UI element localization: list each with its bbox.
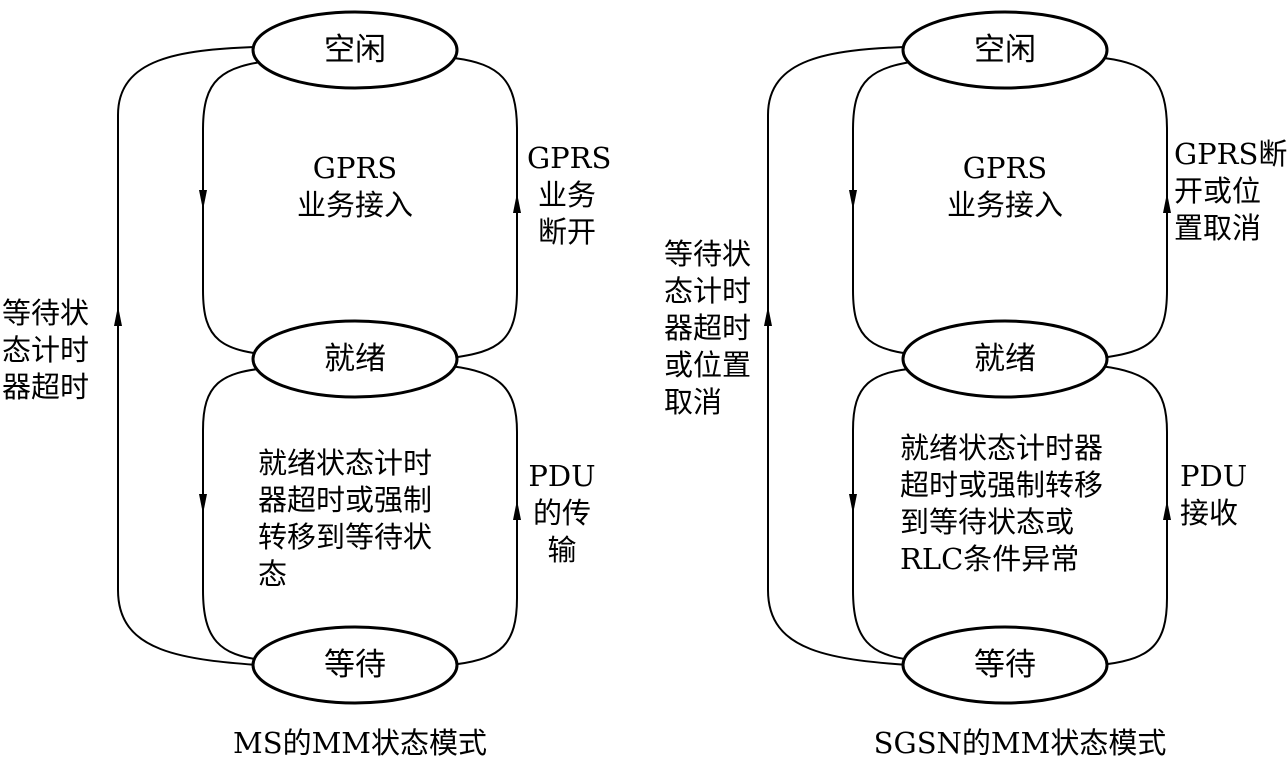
sgsn-gprs-detach-label: GPRS断 开或位 置取消 <box>1174 137 1288 245</box>
sgsn-idle-label: 空闲 <box>974 32 1036 68</box>
ms-gprs-attach-label: GPRS 业务接入 <box>296 151 413 222</box>
sgsn-standby-state <box>901 625 1109 705</box>
ms-ready-label: 就绪 <box>324 341 386 377</box>
sgsn-arrow-pdu-up <box>1163 500 1171 520</box>
ms-caption: MS的MM状态模式 <box>233 726 487 760</box>
ms-idle-label: 空闲 <box>324 32 386 68</box>
sgsn-ready-timer-label: 就绪状态计时器 超时或强制转移 到等待状态或 RLC条件异常 <box>900 431 1104 576</box>
sgsn-standby-timer-label: 等待状 态计时 器超时 或位置 取消 <box>664 237 752 419</box>
sgsn-arrow-standby-up <box>764 306 772 326</box>
ms-arrow-detach-up <box>513 193 521 213</box>
ms-gprs-detach-path <box>449 57 518 359</box>
sgsn-gprs-detach-path <box>1099 57 1168 359</box>
ms-arrow-pdu-up <box>513 500 521 520</box>
ms-ready-timer-label: 就绪状态计时 器超时或强制 转移到等待状 态 <box>258 446 433 591</box>
ms-ready-state <box>251 319 459 399</box>
sgsn-arrow-detach-up <box>1163 193 1171 213</box>
ms-idle-state <box>251 10 459 90</box>
sgsn-gprs-attach-path <box>852 59 933 357</box>
ms-standby-label: 等待 <box>324 647 386 683</box>
sgsn-gprs-attach-label: GPRS 业务接入 <box>946 151 1063 222</box>
sgsn-ready-label: 就绪 <box>974 341 1036 377</box>
ms-arrow-standby-up <box>114 306 122 326</box>
sgsn-standby-timer-path <box>767 46 923 667</box>
ms-gprs-attach-path <box>202 59 283 357</box>
sgsn-standby-label: 等待 <box>974 647 1036 683</box>
ms-arrow-ready-down <box>199 494 207 514</box>
ms-standby-timer-label: 等待状 态计时 器超时 <box>2 296 90 404</box>
sgsn-arrow-ready-down <box>849 494 857 514</box>
sgsn-idle-state <box>901 10 1109 90</box>
sgsn-arrow-attach-down <box>849 190 857 210</box>
sgsn-ready-state <box>901 319 1109 399</box>
ms-arrowheads <box>114 190 521 520</box>
ms-pdu-label: PDU 的传 输 <box>528 459 596 567</box>
ms-standby-timer-path <box>117 46 273 667</box>
ms-arrow-attach-down <box>199 190 207 210</box>
ms-pdu-path <box>449 365 518 665</box>
sgsn-pdu-label: PDU 接收 <box>1180 459 1248 530</box>
sgsn-caption: SGSN的MM状态模式 <box>873 726 1167 760</box>
sgsn-arrowheads <box>764 190 1171 520</box>
ms-standby-state <box>251 625 459 705</box>
ms-gprs-detach-label: GPRS 业务 断开 <box>527 141 612 249</box>
sgsn-pdu-path <box>1099 365 1168 665</box>
